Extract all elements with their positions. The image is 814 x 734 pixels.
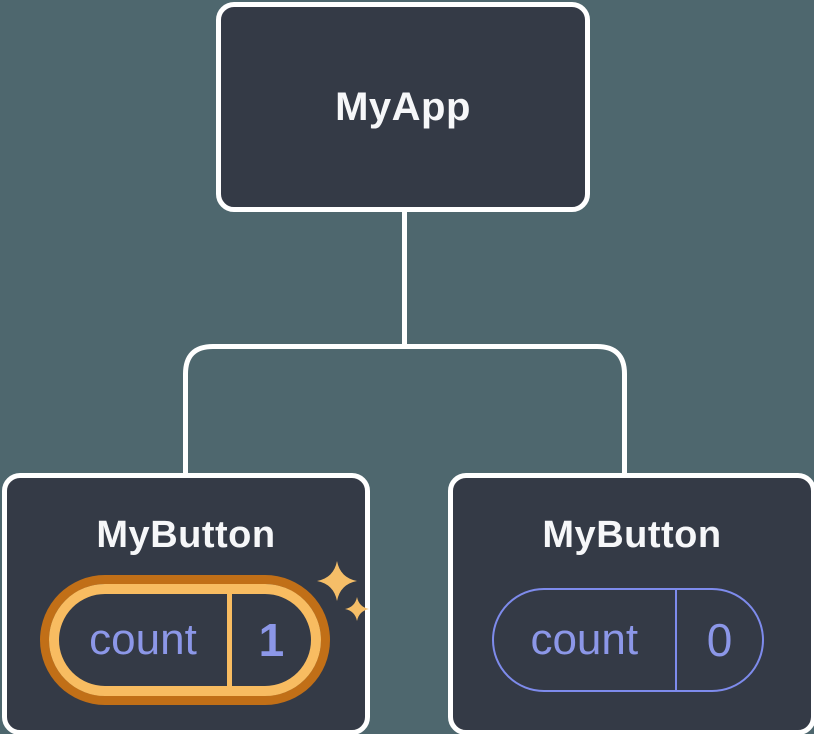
component-label-mybutton-2: MyButton [542, 514, 722, 556]
state-pill-divider [674, 590, 678, 690]
state-key: count [530, 615, 639, 664]
state-pill-divider [226, 594, 232, 686]
sparkle-small [345, 597, 369, 621]
state-value: 1 [258, 614, 285, 666]
component-box-mybutton-2: MyButton count 0 [448, 473, 814, 734]
state-value: 0 [706, 614, 733, 666]
state-pill: count 0 [492, 588, 764, 692]
component-label-myapp: MyApp [335, 84, 471, 129]
state-pill-highlighted: count 1 [49, 584, 321, 696]
component-label-mybutton-1: MyButton [96, 514, 276, 556]
sparkles-icon [317, 561, 369, 621]
component-box-mybutton-1: MyButton count 1 [2, 473, 370, 734]
sparkle-large [317, 561, 357, 601]
state-key: count [89, 615, 197, 664]
component-box-myapp: MyApp [216, 2, 590, 212]
connector-branch [183, 344, 627, 476]
